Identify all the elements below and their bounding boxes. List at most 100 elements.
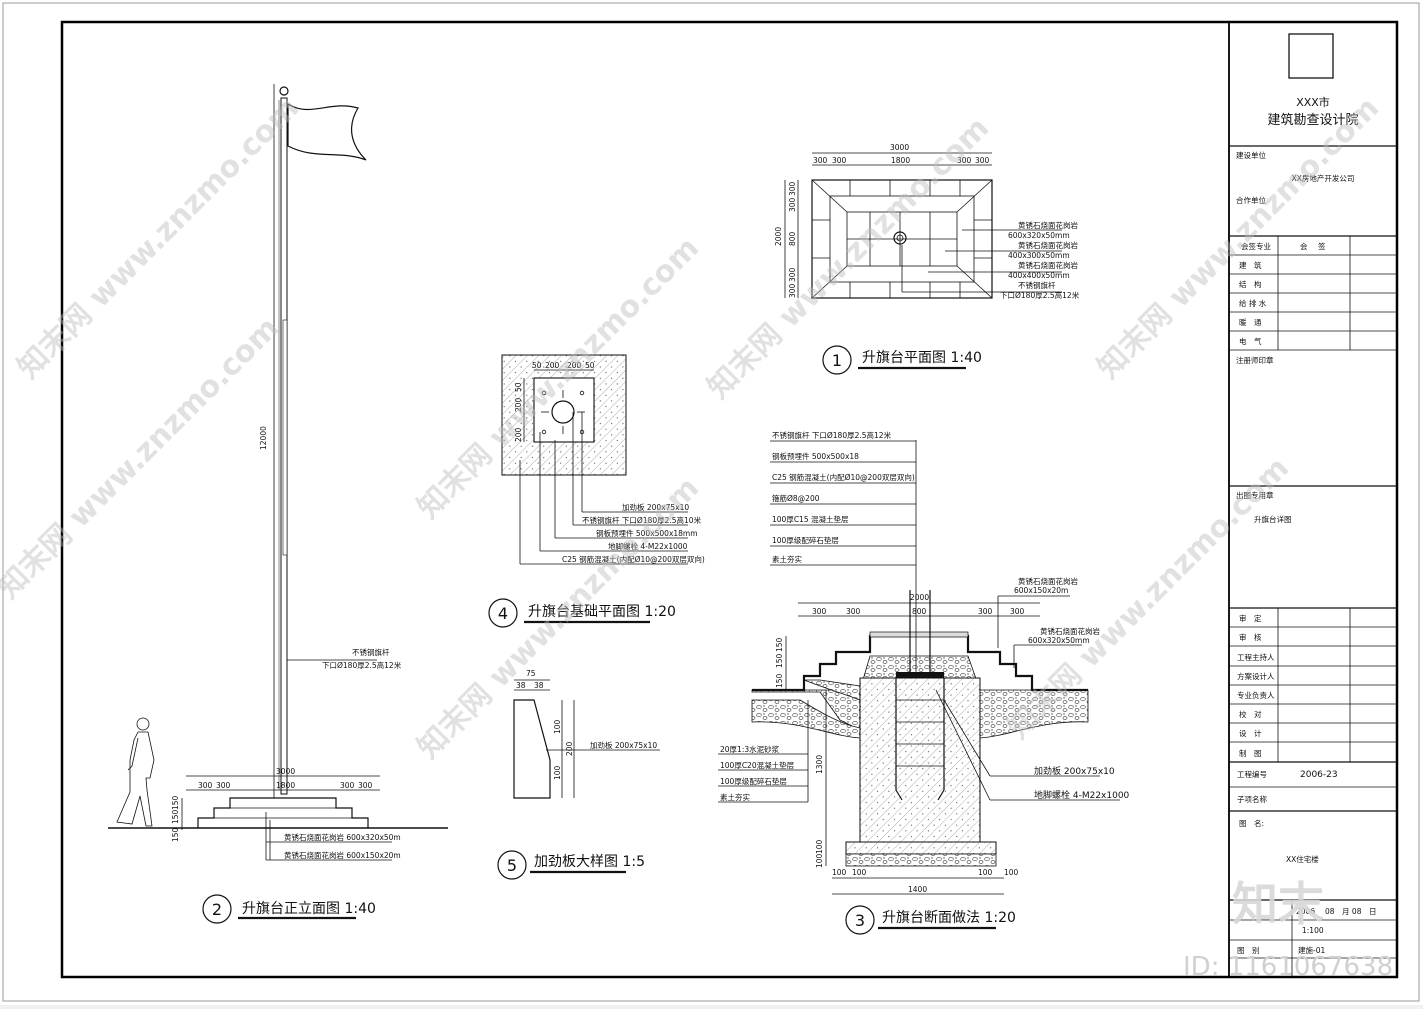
plan-dim: 300 — [975, 156, 990, 165]
view3-section: 不锈钢旗杆 下口Ø180厚2.5高12米 钢板预埋件 500x500x18 C2… — [718, 430, 1130, 935]
found-dim: 200 — [545, 361, 560, 370]
project-no-label: 工程编号 — [1237, 769, 1267, 779]
section-note: 黄锈石烧面花岗岩 — [1018, 576, 1078, 586]
section-dim: 100 — [978, 868, 993, 877]
section-dim: 100 — [852, 868, 867, 877]
section-dim: 100 — [815, 839, 824, 854]
pole-note-line1: 不锈钢旗杆 — [352, 647, 390, 657]
view-number: 5 — [507, 856, 517, 875]
plan-dim: 300 — [813, 156, 828, 165]
flag — [287, 102, 367, 161]
sheet-no-value: 建施-01 — [1298, 945, 1325, 955]
date-rest: 08 月 08 日 — [1325, 907, 1376, 916]
approval-row: 校 对 — [1239, 709, 1262, 719]
title-block: XXX市 建筑勘查设计院 建设单位 XX房地产开发公司 合作单位 会签专业 会 … — [1229, 33, 1397, 977]
found-dim: 200 — [514, 397, 523, 412]
elev-dim: 300 — [358, 781, 373, 790]
view5-stiffener-detail: 75 38 38 100 100 200 加劲板 200x75x10 5 加劲板… — [497, 669, 660, 880]
stiff-dim: 100 — [553, 719, 562, 734]
scale-value: 1:100 — [1302, 926, 1324, 935]
found-note: 钢板预埋件 500x500x18mm — [596, 528, 698, 538]
section-dim: 1300 — [815, 755, 824, 774]
institute-logo-box — [1288, 33, 1334, 79]
view-number: 2 — [212, 900, 222, 919]
plan-note: 不锈钢旗杆 — [1018, 280, 1056, 290]
view-title: 升旗台正立面图 1:40 — [242, 901, 376, 917]
cooperation-unit-label: 合作单位 — [1236, 195, 1266, 205]
sheet-category-label: 图 别 — [1237, 946, 1260, 955]
view-number-circle — [822, 345, 852, 375]
plan-dim: 300 — [788, 181, 797, 196]
pole-section-circle — [551, 400, 575, 424]
signoff-row: 建 筑 — [1239, 260, 1262, 270]
found-dim: 50 — [585, 361, 595, 370]
section-dim: 300 — [1010, 607, 1025, 616]
elev-dim: 300 — [198, 781, 213, 790]
drawing-stamp-value: 升旗台详图 — [1254, 514, 1292, 524]
approval-table: 审 定 审 核 工程主持人 方案设计人 专业负责人 校 对 设 计 制 图 — [1229, 608, 1397, 763]
elev-dim: 300 — [216, 781, 231, 790]
stiff-dim: 200 — [565, 741, 574, 756]
elev-dim: 1800 — [276, 781, 295, 790]
elev-dim: 300 — [340, 781, 355, 790]
section-note: 600x320x50mm — [1028, 636, 1090, 645]
view4-foundation-plan: 50 200 200 50 50 200 200 加劲板 200x75x10 不… — [488, 354, 705, 628]
found-note: 地脚螺栓 4-M22x1000 — [608, 541, 688, 551]
section-dim: 300 — [846, 607, 861, 616]
section-dim: 150 — [775, 637, 784, 652]
section-layer: 20厚1:3水泥砂浆 — [720, 744, 780, 754]
step-dim: 150 — [171, 809, 180, 824]
view1-plan: 3000 300 300 1800 300 300 2000 300 300 8… — [774, 143, 1080, 375]
drawing-border — [60, 20, 1399, 979]
registered-stamp-label: 注册师印章 — [1236, 355, 1274, 365]
pole-finial — [279, 86, 289, 96]
section-dim: 100 — [815, 853, 824, 868]
view-number-circle — [202, 894, 232, 924]
plan-note: 黄锈石烧面花岗岩 — [1018, 260, 1078, 270]
plan-note: 400x300x50mm — [1008, 251, 1070, 260]
plan-dim-total: 2000 — [774, 227, 783, 246]
plan-note: 400x400x50mm — [1008, 271, 1070, 280]
view-number: 3 — [855, 911, 865, 930]
section-layer: C25 钢筋混凝土(内配Ø10@200双层双向) — [772, 472, 915, 482]
view-number-circle — [488, 598, 518, 628]
institute-name-line2: 建筑勘查设计院 — [1267, 112, 1358, 128]
signoff-header-hui: 会 — [1300, 241, 1308, 251]
section-layer: 不锈钢旗杆 下口Ø180厚2.5高12米 — [772, 430, 892, 440]
found-note: C25 钢筋混凝土(内配Ø10@200双层双向) — [562, 554, 705, 564]
plan-dim: 1800 — [891, 156, 910, 165]
stiff-dim: 75 — [526, 669, 536, 678]
approval-row: 方案设计人 — [1237, 671, 1275, 681]
stiff-dim: 100 — [553, 765, 562, 780]
stiff-note: 加劲板 200x75x10 — [590, 740, 657, 750]
signoff-row: 给 排 水 — [1239, 298, 1267, 308]
found-dim: 50 — [514, 382, 523, 392]
approval-row: 专业负责人 — [1237, 690, 1275, 700]
elev-dim-total: 3000 — [276, 767, 295, 776]
signoff-row: 暖 通 — [1239, 317, 1262, 327]
section-dim: 1400 — [908, 885, 927, 894]
section-dim: 100 — [1004, 868, 1019, 877]
view-number-circle — [497, 850, 527, 880]
plan-note: 下口Ø180厚2.5高12米 — [1000, 290, 1080, 300]
found-note: 不锈钢旗杆 下口Ø180厚2.5高10米 — [582, 515, 702, 525]
found-dim: 50 — [532, 361, 542, 370]
plan-dim: 300 — [957, 156, 972, 165]
found-note: 加劲板 200x75x10 — [622, 502, 689, 512]
view-number: 4 — [498, 604, 508, 623]
section-dim: 300 — [812, 607, 827, 616]
signoff-row: 结 构 — [1239, 279, 1262, 289]
embedded-steel-plate — [533, 377, 595, 443]
section-dim: 800 — [912, 607, 927, 616]
section-layer: 钢板预埋件 500x500x18 — [772, 451, 859, 461]
approval-row: 审 定 — [1239, 613, 1262, 623]
section-dim: 300 — [978, 607, 993, 616]
section-dim: 150 — [775, 653, 784, 668]
plan-dim: 800 — [788, 231, 797, 246]
view-title: 升旗台基础平面图 1:20 — [528, 603, 676, 620]
section-dim: 2000 — [910, 593, 929, 602]
view-title: 升旗台断面做法 1:20 — [882, 910, 1016, 926]
view-number-circle — [845, 905, 875, 935]
subitem-label: 子项名称 — [1237, 794, 1267, 804]
